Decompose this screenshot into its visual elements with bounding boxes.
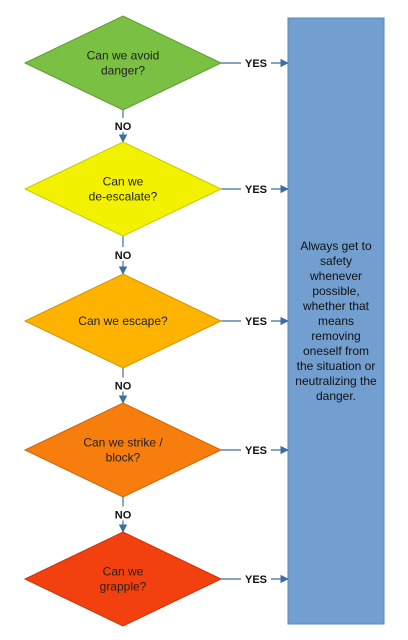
decision-grapple-label-line: grapple? xyxy=(100,580,147,594)
decision-de-escalate-diamond xyxy=(23,141,223,237)
decision-avoid-label-line: Can we avoid xyxy=(87,49,160,63)
safety-panel-line: oneself from xyxy=(303,344,369,358)
decision-de-escalate-label-line: Can we xyxy=(103,175,144,189)
safety-panel-line: means xyxy=(318,314,354,328)
yes-label: YES xyxy=(245,574,267,586)
yes-label: YES xyxy=(245,58,267,70)
decision-escape-label: Can we escape? xyxy=(78,314,168,328)
safety-panel-line: removing xyxy=(311,329,360,343)
decision-avoid-label-line: danger? xyxy=(101,64,145,78)
yes-label: YES xyxy=(245,445,267,457)
decision-strike-block-label-line: block? xyxy=(106,451,141,465)
decision-grapple-diamond xyxy=(23,531,223,627)
yes-label: YES xyxy=(245,184,267,196)
decision-de-escalate-label-line: de-escalate? xyxy=(89,190,158,204)
flow-edges: YES NO YES NO YES NO YES NO YES xyxy=(112,55,289,586)
yes-label-background xyxy=(241,181,271,195)
decision-grapple-label-line: Can we xyxy=(103,565,144,579)
decision-escape-label-line: Can we escape? xyxy=(78,314,168,328)
safety-panel-box xyxy=(287,17,385,625)
no-label-background xyxy=(112,247,134,261)
yes-label-background xyxy=(241,55,271,69)
safety-panel-line: Always get to xyxy=(300,239,372,253)
safety-panel-line: neutralizing the xyxy=(295,374,377,388)
safety-panel-line: danger. xyxy=(316,389,356,403)
yes-label-background xyxy=(241,313,271,327)
decision-strike-block-label-line: Can we strike / xyxy=(83,436,163,450)
safety-panel-line: safety xyxy=(320,254,352,268)
decision-avoid-diamond xyxy=(23,15,223,111)
decision-strike-block-label: Can we strike /block? xyxy=(83,436,163,465)
safety-panel-line: whenever xyxy=(309,269,362,283)
yes-label-background xyxy=(241,442,271,456)
safety-panel-line: the situation or xyxy=(297,359,376,373)
decision-strike-block-diamond xyxy=(23,402,223,498)
yes-label: YES xyxy=(245,316,267,328)
decision-escape-diamond xyxy=(23,273,223,369)
no-label: NO xyxy=(115,250,132,262)
safety-panel-line: whether that xyxy=(302,299,370,313)
no-label: NO xyxy=(115,121,132,133)
no-label-background xyxy=(112,118,134,132)
yes-label-background xyxy=(241,571,271,585)
no-label: NO xyxy=(115,381,132,393)
no-label-background xyxy=(112,506,134,521)
safety-panel-line: possible, xyxy=(312,284,359,298)
no-label-background xyxy=(112,377,134,392)
no-label: NO xyxy=(115,510,132,522)
